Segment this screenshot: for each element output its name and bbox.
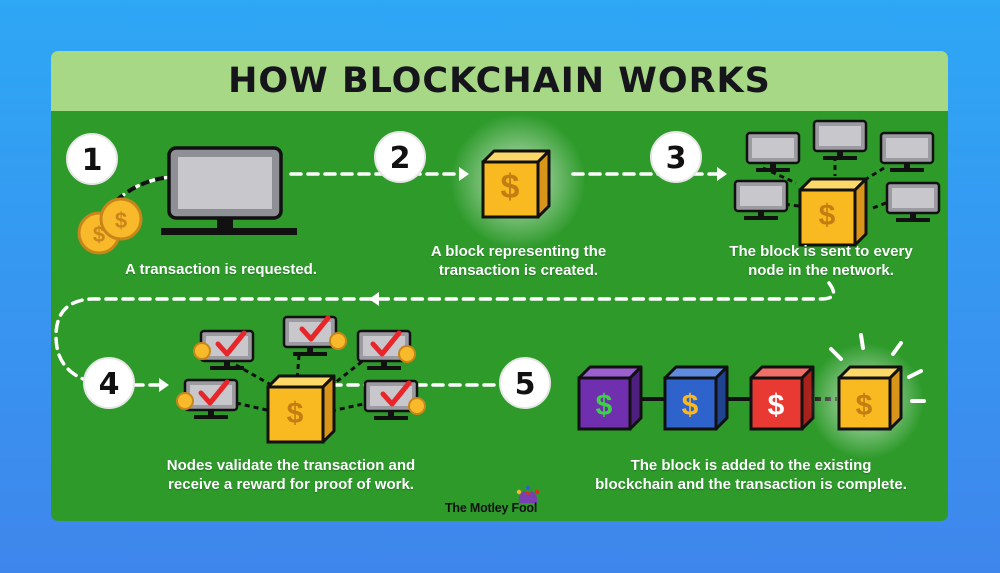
svg-text:$: $ [856, 389, 873, 422]
validator-node-5 [363, 379, 426, 422]
computer-icon [161, 146, 297, 235]
infographic-panel: HOW BLOCKCHAIN WORKS [51, 51, 948, 521]
step-badge-2: 2 [374, 131, 426, 183]
block-icon-step-2: $ [450, 113, 586, 249]
svg-text:$: $ [768, 389, 785, 422]
step-number-4: 4 [99, 367, 120, 402]
step-number-3: 3 [666, 141, 687, 176]
step-badge-1: 1 [66, 133, 118, 185]
motley-fool-jester-icon [516, 485, 540, 503]
step-number-2: 2 [390, 141, 411, 176]
validator-node-4 [176, 378, 239, 421]
network-node-br [885, 181, 941, 224]
diagram-art: 1 2 3 4 5 $ $ [54, 113, 941, 503]
blockchain-icon: $ $ $ [577, 333, 926, 459]
step-3-caption-line-1: The block is sent to every [729, 243, 913, 260]
step-3-caption: The block is sent to every node in the n… [711, 242, 931, 280]
step-4-caption-line-1: Nodes validate the transaction and [166, 457, 416, 474]
coins-icon: $ $ [77, 197, 143, 255]
network-node-bl [733, 179, 789, 222]
title-bar: HOW BLOCKCHAIN WORKS [51, 51, 948, 111]
svg-text:$: $ [501, 168, 520, 206]
step-number-5: 5 [515, 367, 536, 402]
svg-text:$: $ [682, 389, 699, 422]
step-badge-4: 4 [83, 357, 135, 409]
page-title: HOW BLOCKCHAIN WORKS [228, 61, 771, 101]
step-number-1: 1 [82, 143, 103, 178]
step-3-caption-line-2: node in the network. [748, 262, 894, 279]
step-5-caption: The block is added to the existing block… [561, 456, 941, 494]
network-node-tc [812, 119, 868, 162]
validation-network-icon: $ [176, 317, 426, 444]
step-5-caption-line-2: blockchain and the transaction is comple… [595, 476, 907, 493]
path-3-to-back [369, 281, 836, 301]
chain-block-red: $ [749, 365, 815, 431]
chain-block-blue: $ [663, 365, 729, 431]
network-icon: $ [733, 119, 941, 247]
network-node-tl [745, 131, 801, 174]
step-2-caption-line-1: A block representing the [430, 243, 607, 260]
step-2-caption: A block representing the transaction is … [391, 242, 646, 280]
step-badge-3: 3 [650, 131, 702, 183]
chain-block-new: $ [808, 333, 926, 459]
network-node-tr [879, 131, 935, 174]
sparkle-rays [829, 333, 926, 403]
step-5-caption-line-1: The block is added to the existing [630, 457, 872, 474]
step-4-caption-line-2: receive a reward for proof of work. [168, 476, 414, 493]
step-1-caption-line-1: A transaction is requested. [125, 261, 317, 278]
validator-node-3 [356, 329, 416, 372]
svg-text:$: $ [819, 199, 836, 232]
svg-text:$: $ [115, 208, 127, 233]
step-4-caption: Nodes validate the transaction and recei… [141, 456, 441, 494]
validator-node-2 [282, 317, 347, 358]
chain-block-purple: $ [577, 365, 643, 431]
brand-logo: The Motley Fool [445, 498, 565, 518]
step-1-caption: A transaction is requested. [106, 260, 336, 279]
brand-name: The Motley Fool [445, 501, 538, 515]
validator-node-1 [193, 329, 255, 372]
svg-text:$: $ [287, 397, 304, 430]
step-badge-5: 5 [499, 357, 551, 409]
step-2-caption-line-2: transaction is created. [438, 262, 599, 279]
svg-text:$: $ [596, 389, 613, 422]
